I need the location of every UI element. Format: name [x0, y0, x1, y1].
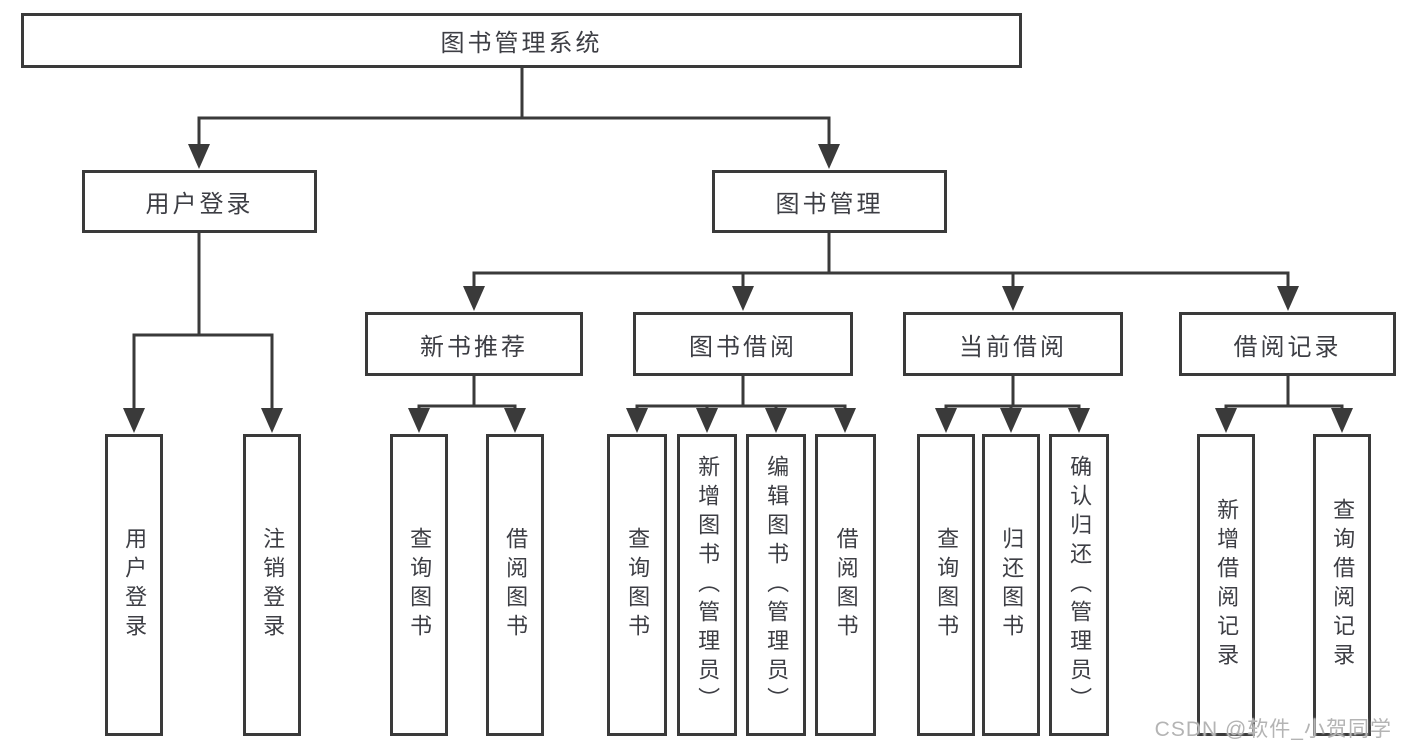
node-new-book-recommend: 新书推荐	[365, 312, 583, 376]
connector-root-split	[188, 64, 840, 169]
leaf-borrow-borrow-books-label: 借阅图书	[833, 527, 859, 643]
leaf-borrow-add-books-label: 新增图书（管理员）	[695, 454, 721, 716]
leaf-user-login: 用户登录	[105, 434, 163, 736]
node-book-management-label: 图书管理	[775, 191, 884, 218]
leaf-rec-query-books-label: 查询图书	[407, 527, 433, 643]
leaf-current-query-books: 查询图书	[917, 434, 975, 736]
connector-current-borrow-split	[935, 374, 1090, 433]
leaf-logout: 注销登录	[243, 434, 301, 736]
leaf-current-confirm-return-label: 确认归还（管理员）	[1067, 454, 1093, 716]
node-user-login: 用户登录	[82, 170, 317, 233]
leaf-borrow-borrow-books: 借阅图书	[815, 434, 876, 736]
leaf-logout-label: 注销登录	[260, 527, 286, 643]
leaf-rec-query-books: 查询图书	[390, 434, 448, 736]
leaf-records-add-record-label: 新增借阅记录	[1214, 498, 1240, 672]
node-book-borrow: 图书借阅	[633, 312, 853, 376]
node-root: 图书管理系统	[21, 13, 1022, 68]
leaf-current-return-books-label: 归还图书	[999, 527, 1025, 643]
leaf-current-return-books: 归还图书	[982, 434, 1040, 736]
node-current-borrow: 当前借阅	[903, 312, 1123, 376]
node-borrow-records: 借阅记录	[1179, 312, 1396, 376]
node-user-login-label: 用户登录	[145, 191, 254, 218]
leaf-borrow-add-books: 新增图书（管理员）	[677, 434, 737, 736]
leaf-current-confirm-return: 确认归还（管理员）	[1049, 434, 1109, 736]
leaf-rec-borrow-books: 借阅图书	[486, 434, 544, 736]
leaf-rec-borrow-books-label: 借阅图书	[503, 527, 529, 643]
leaf-records-query-record-label: 查询借阅记录	[1330, 498, 1356, 672]
leaf-user-login-label: 用户登录	[122, 527, 148, 643]
connector-user-login-split	[123, 231, 283, 433]
leaf-borrow-query-books-label: 查询图书	[625, 527, 651, 643]
csdn-watermark: CSDN @软件_小贺同学	[1154, 718, 1392, 741]
node-current-borrow-label: 当前借阅	[959, 333, 1067, 361]
leaf-records-query-record: 查询借阅记录	[1313, 434, 1371, 736]
leaf-borrow-query-books: 查询图书	[607, 434, 667, 736]
leaf-current-query-books-label: 查询图书	[934, 527, 960, 643]
node-book-borrow-label: 图书借阅	[689, 333, 797, 361]
connector-book-borrow-split	[626, 374, 856, 433]
leaf-borrow-edit-books-label: 编辑图书（管理员）	[764, 454, 790, 716]
node-root-label: 图书管理系统	[440, 30, 603, 57]
node-new-book-recommend-label: 新书推荐	[420, 333, 528, 361]
connector-book-management-split	[463, 231, 1299, 311]
node-book-management: 图书管理	[712, 170, 947, 233]
leaf-records-add-record: 新增借阅记录	[1197, 434, 1255, 736]
connector-borrow-records-split	[1215, 374, 1353, 433]
node-borrow-records-label: 借阅记录	[1233, 333, 1342, 361]
connector-new-book-recommend-split	[408, 374, 526, 433]
leaf-borrow-edit-books: 编辑图书（管理员）	[746, 434, 806, 736]
